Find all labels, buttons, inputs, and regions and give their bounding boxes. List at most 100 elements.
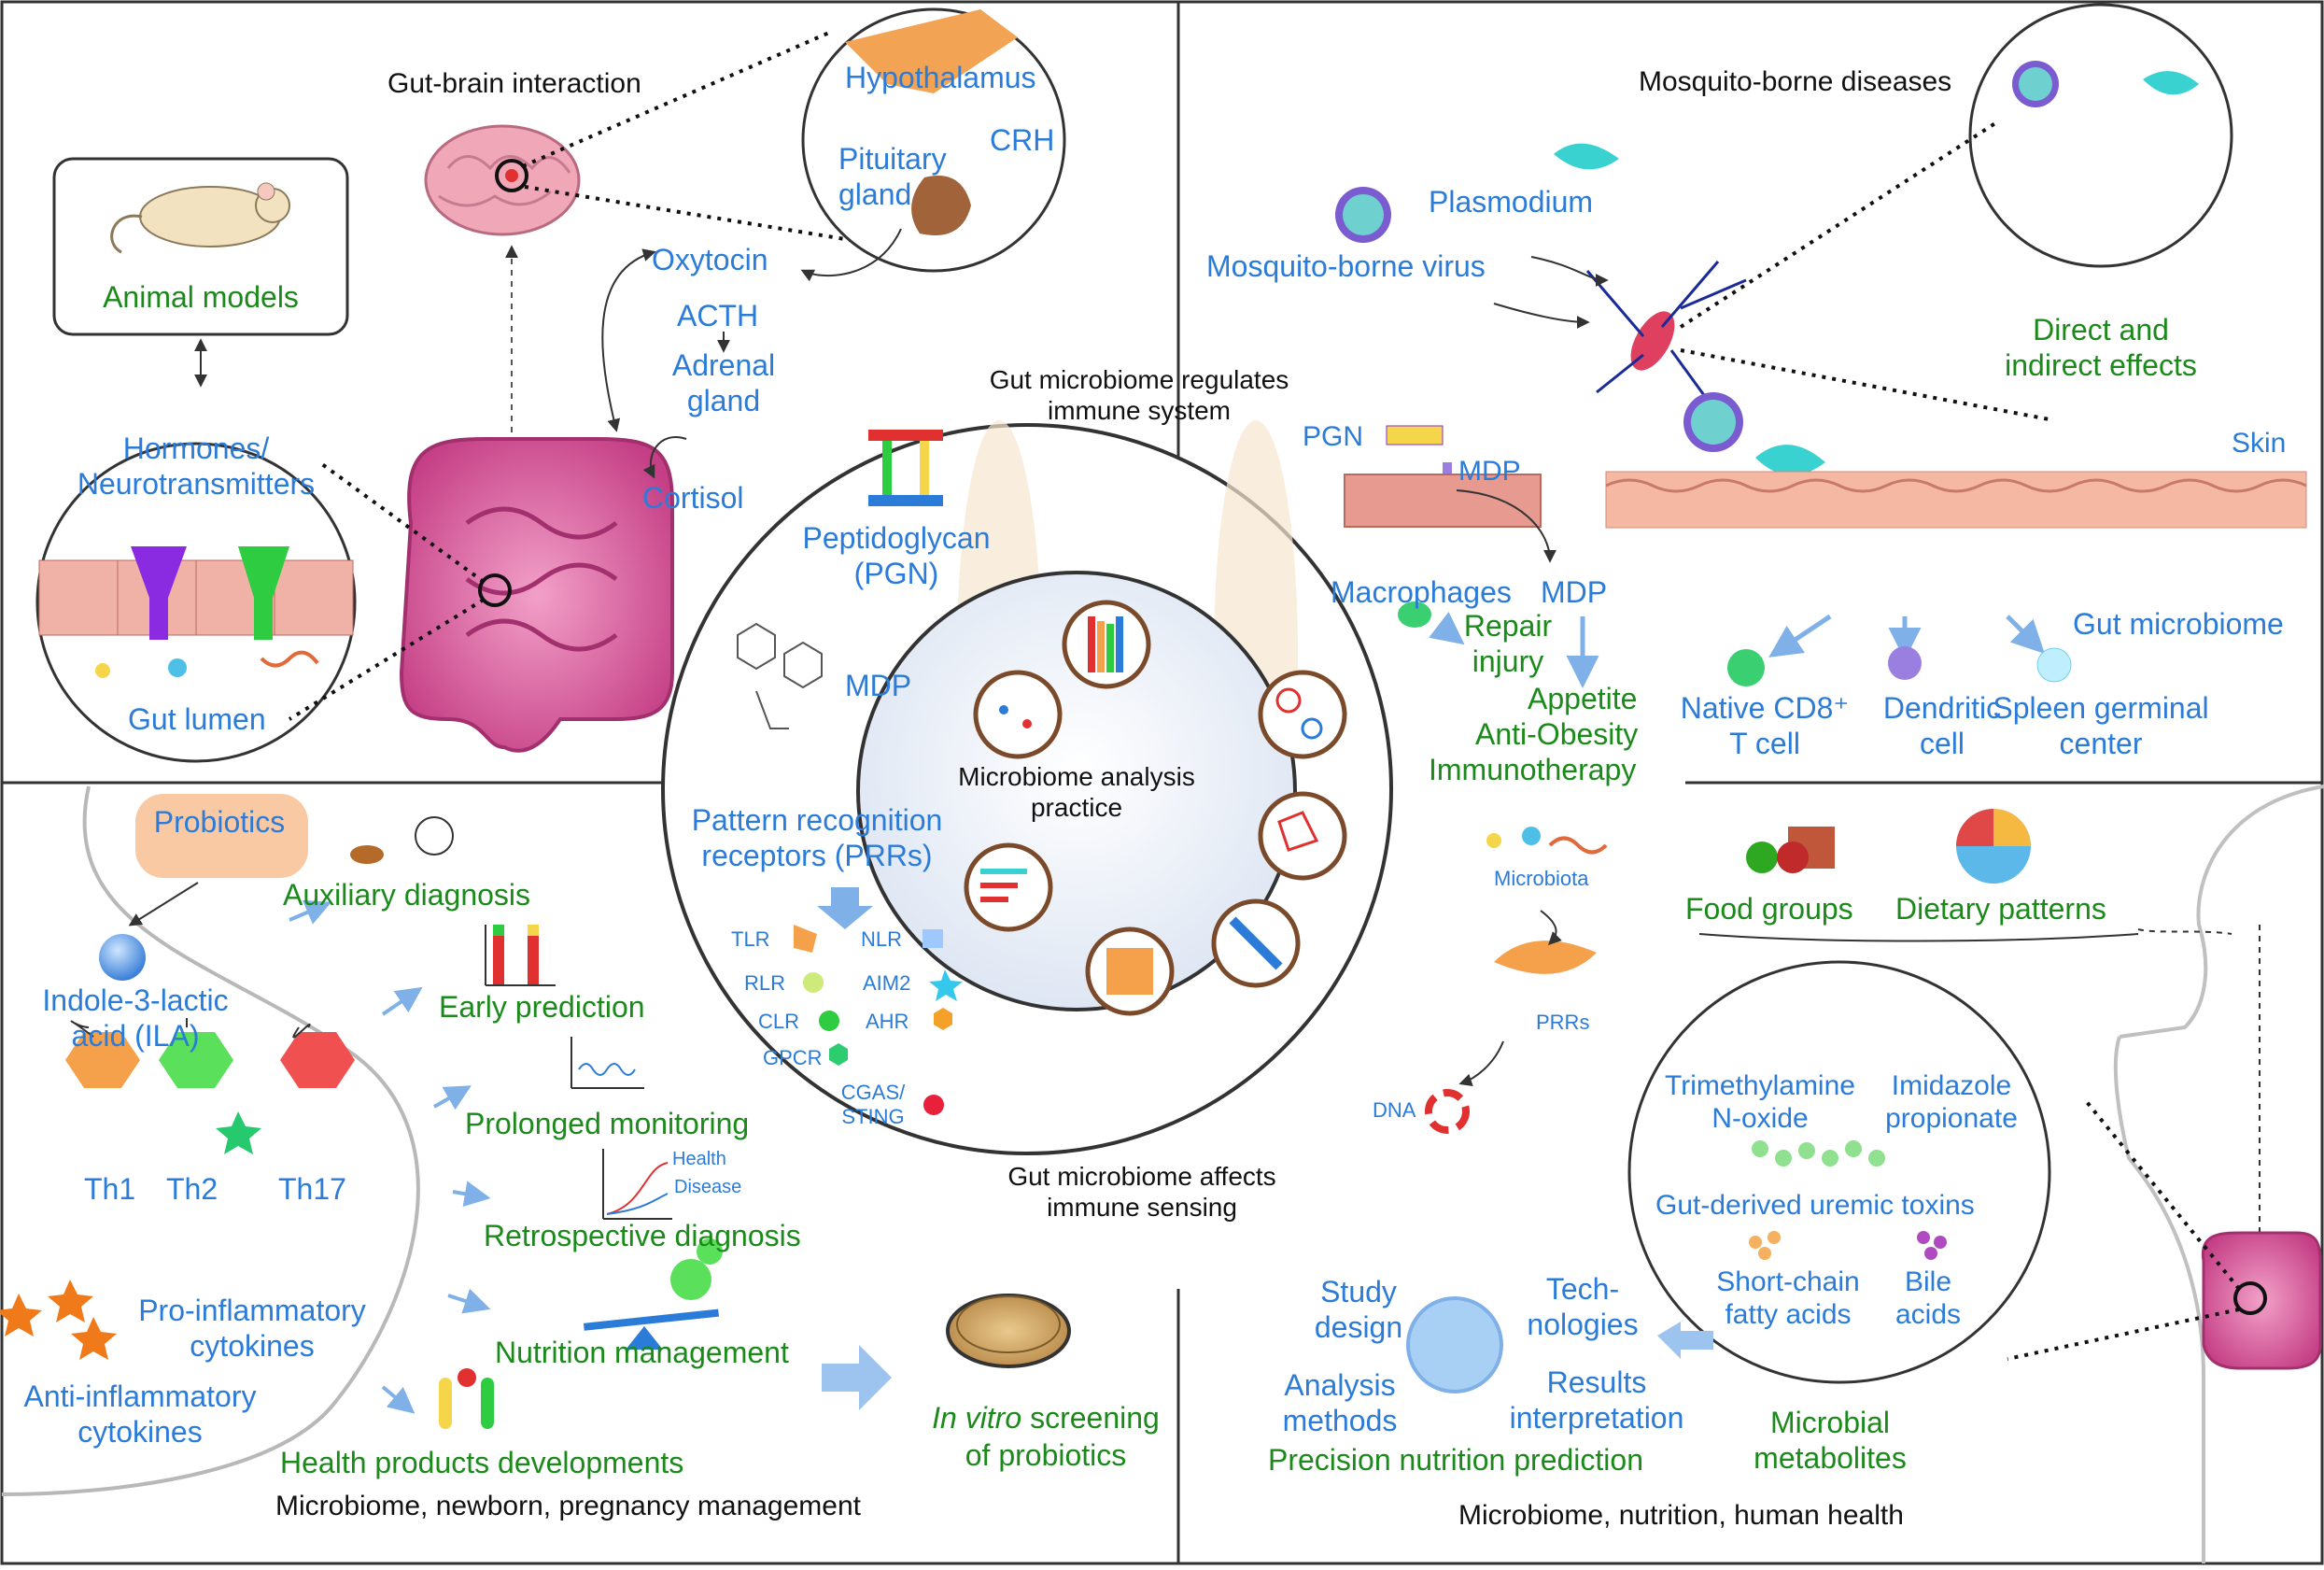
analysis-title: Microbiome analysis practice bbox=[958, 762, 1195, 823]
cgas-sting-icon bbox=[923, 1095, 944, 1115]
virus-core bbox=[2019, 67, 2052, 101]
acth-label: ACTH bbox=[677, 299, 759, 332]
ila-molecule-icon bbox=[99, 934, 146, 981]
pituitary-label: Pituitary gland bbox=[838, 142, 947, 211]
food-groups-label: Food groups bbox=[1685, 892, 1853, 926]
nutrition-caption: Microbiome, nutrition, human health bbox=[1458, 1500, 1904, 1531]
to-retrospective-arrow bbox=[452, 1181, 491, 1208]
microbe-worm bbox=[260, 650, 319, 668]
to-auxiliary-arrow bbox=[289, 899, 332, 925]
dna-icon bbox=[1425, 1089, 1470, 1134]
food-intake-arrow bbox=[1698, 933, 2139, 942]
to-prolonged-arrow bbox=[433, 1085, 472, 1110]
t-cell-icon bbox=[1727, 649, 1765, 686]
plasmodium-label: Plasmodium bbox=[1429, 185, 1594, 219]
zoom-line bbox=[522, 31, 830, 168]
tlr-icon bbox=[794, 925, 817, 953]
nutrition-label: Nutrition management bbox=[495, 1336, 789, 1369]
digestion-path bbox=[2137, 928, 2232, 935]
th2-label: Th2 bbox=[166, 1172, 218, 1206]
microbiota-icon bbox=[1522, 827, 1541, 845]
prrs-label: PRRs bbox=[1536, 1011, 1590, 1034]
dna-label: DNA bbox=[1373, 1098, 1416, 1122]
gut-brain-title: Gut-brain interaction bbox=[387, 68, 641, 99]
health-products-label: Health products developments bbox=[280, 1446, 684, 1479]
microbiota-prr-arrow bbox=[1540, 910, 1562, 945]
tmao-label: Trimethylamine N-oxide bbox=[1665, 1070, 1855, 1135]
body-outline bbox=[1, 785, 420, 1496]
hypothalamus-label: Hypothalamus bbox=[845, 61, 1036, 94]
retrospective-label: Retrospective diagnosis bbox=[484, 1219, 801, 1252]
aim2-icon bbox=[929, 969, 963, 1001]
dietary-pie-icon bbox=[1956, 809, 2031, 884]
repair-label: Repair injury bbox=[1463, 609, 1553, 678]
th17-icon bbox=[280, 1032, 355, 1088]
plasmodium-icon bbox=[1755, 445, 1825, 475]
oxytocin-gut-arrow bbox=[601, 248, 656, 432]
oxytocin-label: Oxytocin bbox=[652, 243, 768, 276]
virus-arrow bbox=[1530, 256, 1609, 287]
pituitary-shape bbox=[911, 176, 971, 235]
in-vitro-italic: In vitro bbox=[932, 1401, 1022, 1435]
gpcr-label: GPCR bbox=[763, 1046, 823, 1069]
microbe-dot bbox=[95, 663, 110, 678]
of-probiotics-label: of probiotics bbox=[965, 1438, 1127, 1472]
gut-focus-ring bbox=[478, 573, 512, 607]
mouse-icon bbox=[110, 182, 290, 254]
to-nutrition-arrow bbox=[447, 1288, 491, 1314]
gut-microbiome-label: Gut microbiome bbox=[2073, 607, 2284, 641]
zoom-line bbox=[1680, 348, 2055, 422]
epithelium-strip bbox=[1344, 474, 1542, 528]
brain-focus-ring bbox=[495, 159, 528, 192]
immunotherapy-label: Immunotherapy bbox=[1429, 753, 1637, 786]
rlr-icon bbox=[803, 972, 824, 993]
human-profile-outline bbox=[2113, 785, 2324, 1563]
anti-cytokines-label: Anti-inflammatory cytokines bbox=[23, 1379, 257, 1449]
zoom-line bbox=[524, 185, 897, 249]
monitoring-chart bbox=[570, 1037, 644, 1089]
petri-dish-icon bbox=[946, 1294, 1071, 1368]
in-vitro-label: In vitro screening bbox=[910, 1401, 1181, 1436]
regulates-title: Gut microbiome regulates immune system bbox=[989, 365, 1289, 426]
skin-label: Skin bbox=[2232, 428, 2287, 459]
hormones-label: Hormones/ Neurotransmitters bbox=[77, 431, 316, 501]
dietary-label: Dietary patterns bbox=[1895, 892, 2106, 926]
th-branches bbox=[70, 1018, 311, 1039]
precision-wheel-icon bbox=[1406, 1296, 1503, 1393]
disease-legend: Disease bbox=[674, 1177, 742, 1197]
bile-label: Bile acids bbox=[1894, 1266, 1962, 1331]
poop-magnifier-icon bbox=[350, 816, 454, 864]
intestine-icon bbox=[2201, 1231, 2322, 1370]
microbe-dot bbox=[168, 658, 187, 677]
germinal-center-icon bbox=[2036, 647, 2072, 683]
dendritic-cell-icon bbox=[1888, 646, 1922, 680]
rlr-label: RLR bbox=[744, 971, 786, 995]
plasmodium-icon bbox=[1554, 143, 1619, 170]
cd8-arrow bbox=[1768, 614, 1832, 658]
spleen-label: Spleen germinal center bbox=[1993, 691, 2209, 760]
in-vitro-rest: screening bbox=[1021, 1401, 1160, 1435]
to-health-products-arrow bbox=[381, 1385, 416, 1414]
dendritic-label: Dendritic cell bbox=[1882, 691, 2002, 760]
affects-title: Gut microbiome affects immune sensing bbox=[1007, 1162, 1276, 1223]
macrophage-icon bbox=[1398, 601, 1431, 628]
aim2-label: AIM2 bbox=[863, 971, 911, 995]
uremic-label: Gut-derived uremic toxins bbox=[1655, 1190, 1975, 1221]
th17-label: Th17 bbox=[278, 1172, 346, 1206]
analysis-thumbnails bbox=[964, 600, 1347, 1016]
retrospective-chart bbox=[602, 1149, 672, 1220]
scfa-label: Short-chain fatty acids bbox=[1716, 1266, 1860, 1331]
mdp-arrow bbox=[1456, 489, 1556, 563]
zoom-line bbox=[320, 462, 486, 584]
virus-core bbox=[1691, 400, 1736, 445]
th1-icon bbox=[65, 1032, 140, 1088]
results-label: Results interpretation bbox=[1509, 1365, 1684, 1435]
gpcr-icon bbox=[829, 1043, 848, 1066]
pgn-label: PGN bbox=[1303, 421, 1364, 452]
health-products-icon bbox=[439, 1368, 494, 1429]
appetite-label: Appetite bbox=[1528, 682, 1638, 715]
pro-cytokine-star bbox=[216, 1111, 261, 1154]
probiotics-box bbox=[135, 794, 308, 878]
gut-lumen-label: Gut lumen bbox=[128, 702, 266, 736]
early-prediction-bars bbox=[485, 925, 556, 986]
